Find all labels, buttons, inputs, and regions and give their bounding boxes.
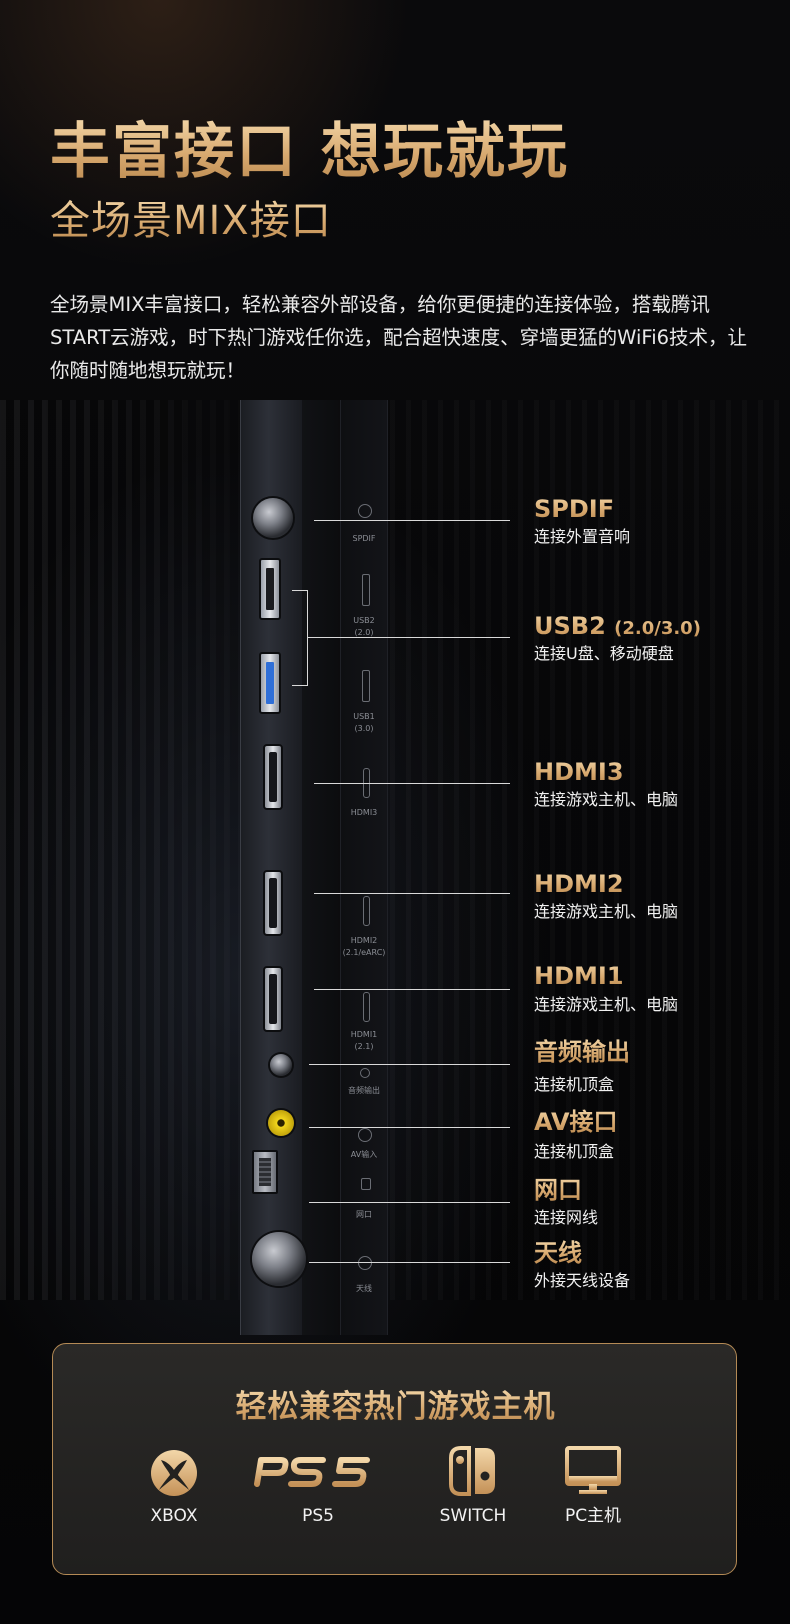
console-label-switch: SWITCH: [439, 1506, 507, 1526]
panel-label-antenna: 天线: [356, 1284, 372, 1293]
antenna-port: [252, 1232, 306, 1286]
port-label-audio: 音频输出: [534, 1038, 630, 1066]
hdmi2-port: [263, 870, 283, 936]
panel-label-hdmi2-note: (2.1/eARC): [342, 948, 386, 957]
hdmi-mini-icon: [363, 992, 370, 1022]
tv-side-panel: [240, 400, 302, 1335]
callout-line-hdmi3: [314, 783, 510, 784]
port-label-usb: USB2 (2.0/3.0): [534, 612, 701, 643]
port-desc-av: 连接机顶盒: [534, 1142, 615, 1161]
port-desc-hdmi3: 连接游戏主机、电脑: [534, 790, 679, 809]
panel-label-lan: 网口: [356, 1210, 372, 1219]
callout-line-lan: [309, 1202, 510, 1203]
panel-label-hdmi1: HDMI1: [350, 1030, 378, 1039]
usb2-port: [259, 558, 281, 620]
panel-label-usb1: USB1: [353, 712, 375, 721]
hdmi-mini-icon: [363, 896, 370, 926]
callout-line-av: [309, 1127, 510, 1128]
usb1-port: [259, 652, 281, 714]
port-label-hdmi1: HDMI1: [534, 962, 624, 990]
hdmi3-port: [263, 744, 283, 810]
audio-mini-icon: [360, 1068, 370, 1078]
console-label-pc: PC主机: [564, 1506, 622, 1526]
switch-icon: [449, 1446, 497, 1496]
spdif-port: [253, 498, 293, 538]
panel-label-usb1-note: (3.0): [354, 724, 374, 733]
panel-label-usb2: USB2: [353, 616, 375, 625]
panel-label-hdmi2: HDMI2: [350, 936, 378, 945]
port-label-spdif: SPDIF: [534, 495, 615, 523]
panel-label-spdif: SPDIF: [352, 534, 376, 543]
panel-label-audio: 音频输出: [348, 1086, 380, 1095]
monitor-icon: [565, 1446, 621, 1496]
panel-label-av: AV输入: [350, 1150, 378, 1159]
port-label-antenna: 天线: [534, 1239, 582, 1267]
usb-mini-icon: [362, 670, 370, 702]
port-desc-audio: 连接机顶盒: [534, 1075, 615, 1094]
panel-label-usb2-note: (2.0): [354, 628, 374, 637]
callout-line-usb: [308, 637, 510, 638]
port-label-av: AV接口: [534, 1108, 618, 1136]
xbox-icon: [149, 1448, 199, 1498]
spdif-mini-icon: [358, 504, 372, 518]
port-label-lan: 网口: [534, 1176, 582, 1204]
console-compatibility-box: 轻松兼容热门游戏主机 XBOX: [52, 1343, 737, 1575]
intro-description: 全场景MIX丰富接口，轻松兼容外部设备，给你更便捷的连接体验，搭载腾讯START…: [50, 293, 748, 382]
lan-port: [252, 1150, 278, 1194]
striped-texture-right: [390, 400, 790, 1300]
port-desc-antenna: 外接天线设备: [534, 1271, 631, 1290]
console-label-xbox: XBOX: [150, 1506, 198, 1526]
tv-panel-label-strip: [340, 400, 388, 1335]
panel-label-hdmi1-note: (2.1): [354, 1042, 374, 1051]
port-desc-usb: 连接U盘、移动硬盘: [534, 644, 674, 663]
callout-line-hdmi1: [314, 989, 510, 990]
console-label-ps5: PS5: [302, 1506, 334, 1526]
audio-out-port: [270, 1054, 292, 1076]
antenna-mini-icon: [358, 1256, 372, 1270]
av-port: [268, 1110, 294, 1136]
lan-mini-icon: [361, 1178, 371, 1190]
tv-panel-edge: [302, 400, 342, 1335]
callout-line-antenna: [309, 1262, 510, 1263]
port-label-hdmi3: HDMI3: [534, 758, 624, 786]
port-label-hdmi2: HDMI2: [534, 870, 624, 898]
hdmi1-port: [263, 966, 283, 1032]
callout-line-hdmi2: [314, 893, 510, 894]
callout-bracket-usb: [292, 590, 308, 686]
panel-label-hdmi3: HDMI3: [350, 808, 378, 817]
ps5-logo-icon: [251, 1452, 385, 1490]
console-box-title: 轻松兼容热门游戏主机: [53, 1388, 738, 1426]
av-mini-icon: [358, 1128, 372, 1142]
striped-texture-left: [0, 400, 240, 1300]
callout-line-audio: [309, 1064, 510, 1065]
port-desc-spdif: 连接外置音响: [534, 527, 631, 546]
usb-mini-icon: [362, 574, 370, 606]
port-desc-hdmi2: 连接游戏主机、电脑: [534, 902, 679, 921]
page-title: 丰富接口 想玩就玩: [50, 117, 569, 187]
page-subtitle: 全场景MIX接口: [50, 198, 332, 244]
port-desc-hdmi1: 连接游戏主机、电脑: [534, 995, 679, 1014]
port-desc-lan: 连接网线: [534, 1208, 599, 1227]
callout-line-spdif: [314, 520, 510, 521]
